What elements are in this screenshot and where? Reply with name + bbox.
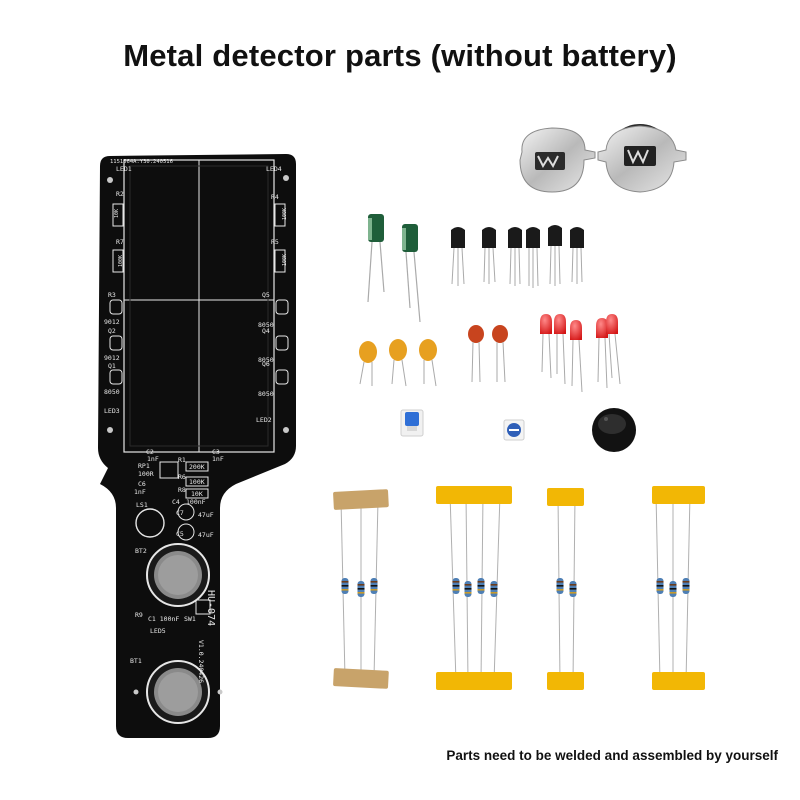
pcb-serial: 1151564A.Y30.240516 xyxy=(110,159,173,165)
coin-cell-holder-icon xyxy=(519,127,596,193)
pcb-label: C7 xyxy=(176,509,184,517)
page-title: Metal detector parts (without battery) xyxy=(123,38,677,73)
pcb-label: 10K xyxy=(191,490,203,498)
pcb-label: C2 xyxy=(146,448,154,456)
pcb-label: 8050 xyxy=(258,321,274,329)
pcb-label: LED5 xyxy=(150,627,166,635)
ceramic-capacitor-icon xyxy=(419,339,437,387)
transistor-to92-icon xyxy=(548,225,562,286)
pcb-label: R7 xyxy=(116,238,124,246)
tactile-switch-icon xyxy=(400,409,424,437)
tape-bottom xyxy=(436,672,512,690)
pcb-board-icon xyxy=(98,154,296,738)
tape-bottom xyxy=(547,672,584,690)
transistor-to92-icon xyxy=(508,227,522,286)
transistor-to92-icon xyxy=(526,227,540,288)
pcb-label: Q5 xyxy=(262,291,270,299)
pcb-label: R4 xyxy=(271,193,279,201)
ceramic-capacitor-icon xyxy=(492,325,508,383)
resistor-tape-strip-icon xyxy=(436,486,512,690)
tape-bottom xyxy=(333,668,389,689)
ceramic-capacitor-group xyxy=(468,325,508,383)
pcb-label: 47uF xyxy=(198,511,214,519)
pcb-label: 100nF xyxy=(186,498,206,506)
pcb-label: 100R xyxy=(138,470,154,478)
pcb-label: 8050 xyxy=(258,356,274,364)
pcb-label: SW1 xyxy=(184,615,196,623)
pcb-label: 100K xyxy=(282,208,288,220)
pcb-label: Q2 xyxy=(108,327,116,335)
buzzer-icon xyxy=(592,408,636,452)
pcb-label: R1 xyxy=(178,456,186,464)
pcb-label: 1nF xyxy=(147,455,159,463)
resistor-tape-strip-icon xyxy=(547,488,584,690)
resistor-tape-strip-icon xyxy=(652,486,705,690)
led-icon xyxy=(554,314,566,385)
led-icon xyxy=(596,318,608,389)
pcb-label: R9 xyxy=(135,611,143,619)
pcb-model: HU-074 xyxy=(205,590,216,626)
ceramic-capacitor-icon xyxy=(389,339,407,387)
pcb-label: R6 xyxy=(178,473,186,481)
led-icon xyxy=(540,314,552,379)
pcb-label: BT1 xyxy=(130,657,142,665)
led-icon xyxy=(606,314,621,385)
pcb-label: Q6 xyxy=(262,360,270,368)
pcb-label: 100K xyxy=(118,255,124,267)
ceramic-capacitor-group xyxy=(359,339,437,387)
pcb-label: R2 xyxy=(116,190,124,198)
pcb-label: C5 xyxy=(176,530,184,538)
pcb-label: Q4 xyxy=(262,327,270,335)
pcb-label: 9012 xyxy=(104,354,120,362)
pcb-label: 200K xyxy=(189,463,205,471)
transistor-to92-icon xyxy=(482,227,496,284)
pcb-label: BT2 xyxy=(135,547,147,555)
pcb-label: 47uF xyxy=(198,531,214,539)
pcb-label: C3 xyxy=(212,448,220,456)
transistor-to92-icon xyxy=(451,227,465,286)
pcb-label: 8050 xyxy=(258,390,274,398)
pcb-label: LS1 xyxy=(136,501,148,509)
pcb-label: 1nF xyxy=(212,455,224,463)
pcb-label: LED4 xyxy=(266,165,282,173)
pcb-label: C1 100nF xyxy=(148,615,179,623)
pcb-label: R3 xyxy=(108,291,116,299)
pcb-label: 8050 xyxy=(104,388,120,396)
pcb-label: Q1 xyxy=(108,362,116,370)
pcb-label: R8 xyxy=(178,486,186,494)
pcb-label: LED2 xyxy=(256,416,272,424)
trimmer-potentiometer-icon xyxy=(503,419,525,441)
pcb-label: RP1 xyxy=(138,462,150,470)
assembly-note: Parts need to be welded and assembled by… xyxy=(446,748,778,763)
resistor-layer xyxy=(333,486,705,690)
pcb-label: 10K xyxy=(114,209,120,218)
pcb-label: C4 xyxy=(172,498,180,506)
ceramic-capacitor-icon xyxy=(468,325,484,383)
tape-top xyxy=(547,488,584,506)
ceramic-capacitor-icon xyxy=(359,341,377,386)
electrolytic-capacitor-icon xyxy=(402,224,421,323)
pcb-label: 100K xyxy=(282,254,288,266)
led-group xyxy=(540,314,621,393)
pcb-label: R5 xyxy=(271,238,279,246)
pcb-label: 100K xyxy=(189,478,205,486)
pcb-version: V1.0.240426 xyxy=(197,640,205,683)
tape-top xyxy=(436,486,512,504)
tape-top xyxy=(652,486,705,504)
tape-bottom xyxy=(652,672,705,690)
pcb-label: LED1 xyxy=(116,165,132,173)
transistor-row xyxy=(451,225,584,288)
resistor-tape-strip-icon xyxy=(333,489,389,689)
pcb-label: 1nF xyxy=(134,488,146,496)
pcb-label: C6 xyxy=(138,480,146,488)
pcb-label: LED3 xyxy=(104,407,120,415)
transistor-to92-icon xyxy=(570,227,584,284)
electrolytic-capacitor-icon xyxy=(367,214,385,303)
tape-top xyxy=(333,489,389,510)
coin-cell-holder-icon xyxy=(597,124,687,193)
pcb-label: 9012 xyxy=(104,318,120,326)
led-icon xyxy=(570,320,583,393)
